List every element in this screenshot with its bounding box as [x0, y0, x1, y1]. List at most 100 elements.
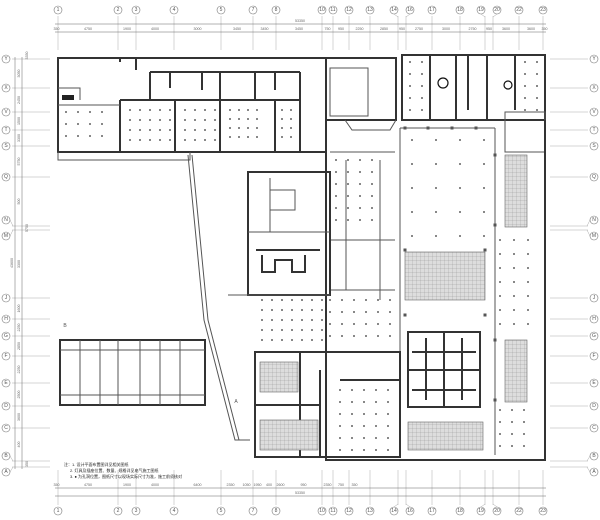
ceiling-light: [129, 109, 131, 111]
ceiling-light: [89, 123, 91, 125]
ceiling-light: [524, 109, 526, 111]
south-rooms: [254, 351, 401, 458]
axis-leader: [586, 219, 591, 227]
axis-leader: [586, 229, 591, 237]
axis-label-right: Y: [592, 56, 596, 62]
dimension-text: 2750: [469, 27, 477, 31]
dimension-text: 4000: [151, 483, 159, 487]
ceiling-light: [261, 329, 263, 331]
axis-bubble: [405, 5, 415, 15]
ceiling-light: [409, 85, 411, 87]
ceiling-light: [301, 299, 303, 301]
ceiling-light: [238, 109, 240, 111]
note-line: 3. ● 为孔洞位置，图纸尺寸以现场实际尺寸为准，施工前须核对: [70, 473, 182, 479]
axis-bubble: [113, 5, 123, 15]
structural-column: [403, 313, 407, 317]
axis-bubble: [589, 141, 599, 151]
west-rooms: [228, 171, 331, 296]
dimension-text: 1600: [17, 305, 21, 313]
dimension-text: 3050: [17, 70, 21, 78]
ceiling-light: [527, 239, 529, 241]
ceiling-light: [129, 119, 131, 121]
dimension-text: 3000: [194, 27, 202, 31]
round-fixture: [503, 80, 513, 90]
ceiling-light: [409, 109, 411, 111]
dimension-text: 1900: [123, 483, 131, 487]
axis-bubble: [328, 506, 338, 516]
structural-column: [450, 126, 454, 130]
ceiling-light: [353, 323, 355, 325]
ceiling-light: [335, 207, 337, 209]
structural-column: [403, 126, 407, 130]
dimension-text: 2500: [17, 391, 21, 399]
ceiling-light: [77, 135, 79, 137]
dimension-text: 400: [17, 442, 21, 448]
north-east-rooms: [401, 54, 546, 153]
dimension-text: 2450: [17, 96, 21, 104]
ceiling-light: [139, 139, 141, 141]
axis-bubble: [271, 506, 281, 516]
ceiling-light: [329, 323, 331, 325]
ceiling-light: [256, 118, 258, 120]
ceiling-light: [311, 319, 313, 321]
site-boundary-inner: [191, 154, 240, 441]
axis-bubble: [538, 506, 548, 516]
ceiling-light: [247, 127, 249, 129]
ceiling-light: [229, 109, 231, 111]
axis-bubble: [216, 5, 226, 15]
ceiling-light: [204, 139, 206, 141]
ceiling-light: [301, 329, 303, 331]
ceiling-light: [459, 235, 461, 237]
note-line: 2. 灯具及插座位置、数量、规格详见电气施工图纸: [70, 467, 158, 473]
ceiling-light: [421, 109, 423, 111]
ceiling-light: [351, 437, 353, 439]
dimension-text: 1900: [123, 27, 131, 31]
dimension-text: 1950: [254, 483, 262, 487]
ceiling-light: [409, 73, 411, 75]
axis-leader: [405, 13, 411, 18]
ceiling-light: [321, 339, 323, 341]
ceiling-light: [321, 319, 323, 321]
ceiling-light: [139, 129, 141, 131]
ceiling-light: [238, 118, 240, 120]
ceiling-light: [377, 335, 379, 337]
axis-label-top: 3: [135, 7, 138, 13]
ceiling-light: [321, 309, 323, 311]
structural-column: [426, 126, 430, 130]
axis-label-bottom: 14: [391, 508, 397, 514]
axis-leader: [480, 13, 486, 18]
ceiling-light: [321, 299, 323, 301]
ceiling-light: [229, 127, 231, 129]
structural-column: [493, 223, 497, 227]
ceiling-light: [347, 195, 349, 197]
ceiling-light: [335, 183, 337, 185]
ceiling-light: [281, 339, 283, 341]
dimension-text: 500: [17, 199, 21, 205]
ceiling-light: [290, 127, 292, 129]
ceiling-light: [169, 109, 171, 111]
axis-label-bottom: 8: [275, 508, 278, 514]
axis-label-bottom: 20: [494, 508, 500, 514]
ceiling-light: [375, 449, 377, 451]
ceiling-light: [375, 389, 377, 391]
ceiling-light: [214, 139, 216, 141]
axis-label-bottom: 12: [346, 508, 352, 514]
ceiling-light: [329, 299, 331, 301]
ceiling-light: [281, 109, 283, 111]
ceiling-light: [339, 449, 341, 451]
ceiling-light: [435, 187, 437, 189]
axis-bubble: [1, 401, 11, 411]
ceiling-light: [194, 129, 196, 131]
axis-bubble: [589, 125, 599, 135]
axis-label-bottom: 19: [478, 508, 484, 514]
ceiling-light: [149, 129, 151, 131]
axis-bubble: [317, 506, 327, 516]
ceiling-light: [375, 413, 377, 415]
axis-label-right: E: [592, 380, 596, 386]
axis-bubble: [1, 351, 11, 361]
axis-label-left: D: [4, 403, 8, 409]
ceiling-light: [359, 207, 361, 209]
axis-label-bottom: 23: [540, 508, 546, 514]
dimension-text: 3350: [25, 52, 29, 60]
axis-label-left: M: [4, 233, 8, 239]
